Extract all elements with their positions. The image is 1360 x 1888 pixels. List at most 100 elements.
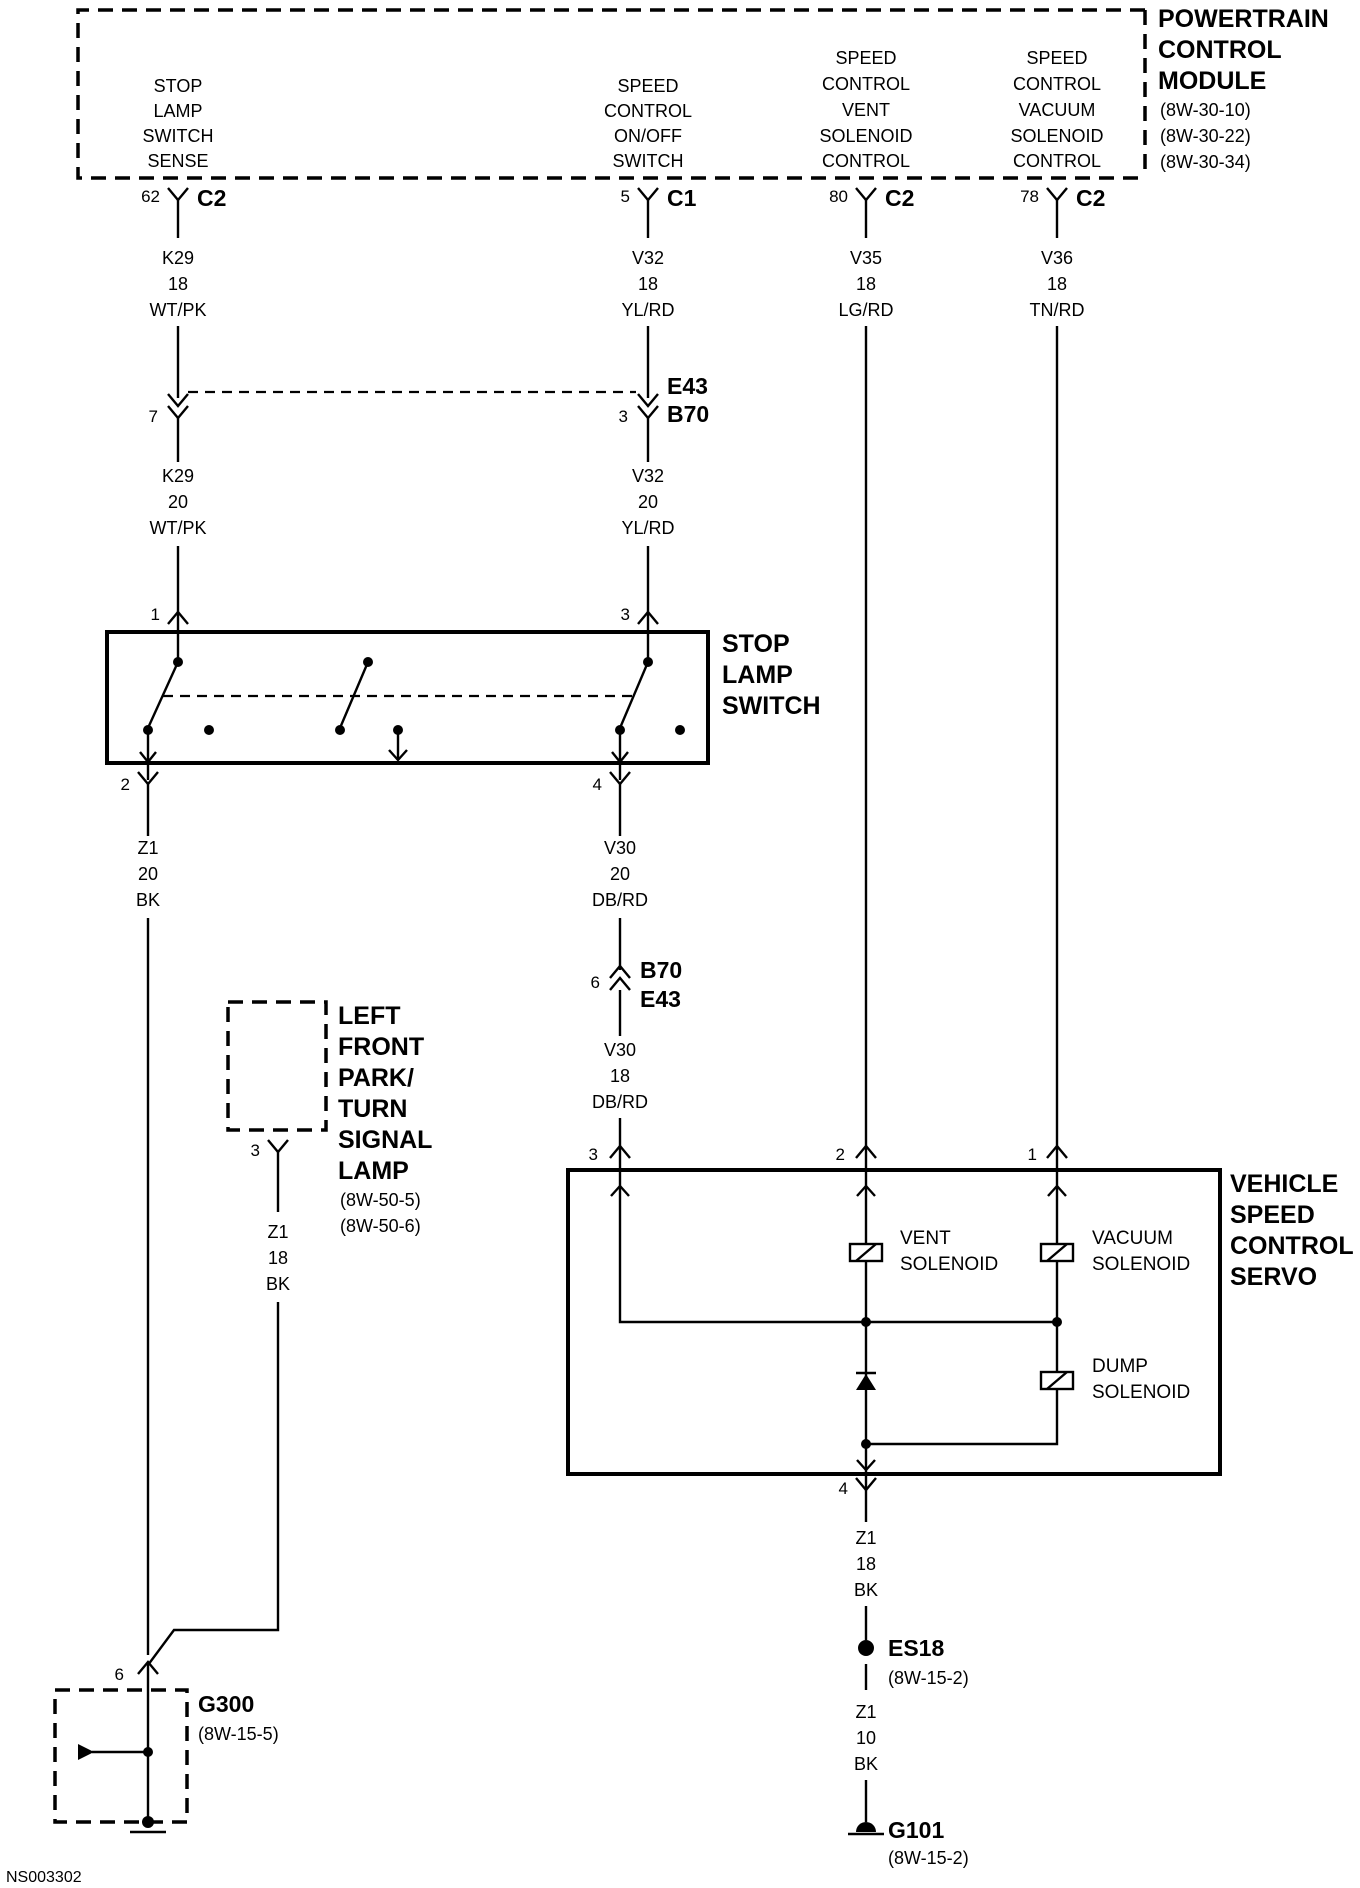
wire-circuit: K29 <box>162 248 194 268</box>
reference: (8W-15-2) <box>888 1668 969 1688</box>
pcm-ref-2: (8W-30-22) <box>1160 126 1251 146</box>
dump-solenoid: DUMP SOLENOID <box>866 1322 1190 1446</box>
wire-gauge: 18 <box>638 274 658 294</box>
wire-z1-18-servo-label: Z1 18 BK <box>854 1528 878 1600</box>
component-title: SERVO <box>1230 1263 1317 1291</box>
component-title: PARK/ <box>338 1064 414 1092</box>
wire-gauge: 10 <box>856 1728 876 1748</box>
wire-color: WT/PK <box>150 300 207 320</box>
component-title: SIGNAL <box>338 1126 432 1154</box>
ground-g300: 6 G300 (8W-15-5) <box>53 1660 279 1834</box>
vehicle-speed-control-servo: 3 2 1 VENT SOLENOID VACUUM SOLENOID <box>566 1144 1354 1498</box>
connector-name: B70 <box>640 957 682 983</box>
circuit-label-line: SPEED <box>1026 48 1087 68</box>
component-title: FRONT <box>338 1033 424 1061</box>
wire-gauge: 20 <box>638 492 658 512</box>
connector-name: B70 <box>667 401 709 427</box>
wire-circuit: V36 <box>1041 248 1073 268</box>
wire-gauge: 18 <box>168 274 188 294</box>
component-title: CONTROL <box>1230 1232 1354 1260</box>
wire-color: DB/RD <box>592 890 648 910</box>
pin-number: 1 <box>151 605 160 624</box>
pcm-title-3: MODULE <box>1158 67 1266 95</box>
component-title: SWITCH <box>722 692 821 720</box>
pin-number: 3 <box>619 407 628 426</box>
wire-v30-18-label: V30 18 DB/RD <box>592 1040 648 1112</box>
reference: (8W-15-2) <box>888 1848 969 1868</box>
wire-color: BK <box>136 890 160 910</box>
pin-number: 6 <box>591 973 600 992</box>
pin-number: 5 <box>621 187 630 206</box>
circuit-label-line: CONTROL <box>822 74 910 94</box>
circuit-label-line: STOP <box>154 76 203 96</box>
wire-color: BK <box>854 1580 878 1600</box>
connector-name: E43 <box>640 986 681 1012</box>
connector-name: C2 <box>885 185 914 211</box>
connector-name: C1 <box>667 185 697 211</box>
pcm-pin-80: 80 C2 <box>829 185 914 238</box>
pcm-pin-5: 5 C1 <box>621 185 697 238</box>
circuit-label-line: VENT <box>842 100 890 120</box>
pin-number: 3 <box>589 1145 598 1164</box>
splice-name: ES18 <box>888 1635 944 1661</box>
component-title: LAMP <box>338 1157 409 1185</box>
pin-number: 62 <box>141 187 160 206</box>
connector-name: C2 <box>1076 185 1105 211</box>
wire-color: YL/RD <box>621 300 674 320</box>
stop-lamp-switch: 1 3 2 4 STOP LAMP SWITCH <box>105 605 821 794</box>
pin-number: 7 <box>149 407 158 426</box>
wire-z1-20-label: Z1 20 BK <box>136 838 160 910</box>
connector-name: C2 <box>197 185 226 211</box>
wire-circuit: V30 <box>604 838 636 858</box>
figure-id: NS003302 <box>6 1869 82 1886</box>
pin-number: 2 <box>121 775 130 794</box>
pin-number: 2 <box>836 1145 845 1164</box>
pin-number: 1 <box>1028 1145 1037 1164</box>
wire-v36-18-label: V36 18 TN/RD <box>1030 248 1085 320</box>
component-title: TURN <box>338 1095 407 1123</box>
component-title: SPEED <box>1230 1201 1315 1229</box>
reference: (8W-15-5) <box>198 1724 279 1744</box>
component-title: LEFT <box>338 1002 401 1030</box>
wire-z1-18-lamp <box>147 1302 280 1666</box>
pcm-ref-1: (8W-30-10) <box>1160 100 1251 120</box>
wire-gauge: 18 <box>856 274 876 294</box>
pcm-title-1: POWERTRAIN <box>1158 5 1329 33</box>
wire-gauge: 18 <box>268 1248 288 1268</box>
solenoid-label: VENT <box>900 1228 951 1249</box>
component-title: VEHICLE <box>1230 1170 1338 1198</box>
circuit-label-line: SOLENOID <box>1010 126 1103 146</box>
circuit-label-line: SENSE <box>147 151 208 171</box>
wire-circuit: V32 <box>632 466 664 486</box>
wire-v35-18-label: V35 18 LG/RD <box>838 248 893 320</box>
solenoid-label: SOLENOID <box>900 1254 998 1275</box>
vent-solenoid: VENT SOLENOID <box>848 1228 998 1322</box>
circuit-label-line: SOLENOID <box>819 126 912 146</box>
splice-es18: ES18 (8W-15-2) <box>858 1635 969 1688</box>
wire-k29-20-label: K29 20 WT/PK <box>150 466 207 538</box>
wire-circuit: V30 <box>604 1040 636 1060</box>
reference: (8W-50-6) <box>340 1216 421 1236</box>
wire-z1-10-label: Z1 10 BK <box>854 1702 878 1774</box>
solenoid-label: SOLENOID <box>1092 1382 1190 1403</box>
circuit-label-line: CONTROL <box>822 151 910 171</box>
pcm-pin-62: 62 C2 <box>141 185 226 238</box>
pin-number: 4 <box>839 1479 848 1498</box>
wire-gauge: 20 <box>168 492 188 512</box>
wire-v30-20-label: V30 20 DB/RD <box>592 838 648 910</box>
pin-number: 78 <box>1020 187 1039 206</box>
circuit-label-line: SPEED <box>835 48 896 68</box>
wire-circuit: V32 <box>632 248 664 268</box>
ground-name: G300 <box>198 1691 254 1717</box>
ground-g101: G101 (8W-15-2) <box>848 1817 969 1868</box>
wire-v32-18-label: V32 18 YL/RD <box>621 248 674 320</box>
wire-color: BK <box>854 1754 878 1774</box>
pcm-circuit-stop-lamp-sense: STOP LAMP SWITCH SENSE <box>143 76 214 171</box>
wire-circuit: Z1 <box>855 1702 876 1722</box>
circuit-label-line: SWITCH <box>613 151 684 171</box>
wire-gauge: 18 <box>610 1066 630 1086</box>
solenoid-label: DUMP <box>1092 1356 1148 1377</box>
vacuum-solenoid: VACUUM SOLENOID <box>1039 1228 1190 1322</box>
wire-circuit: V35 <box>850 248 882 268</box>
